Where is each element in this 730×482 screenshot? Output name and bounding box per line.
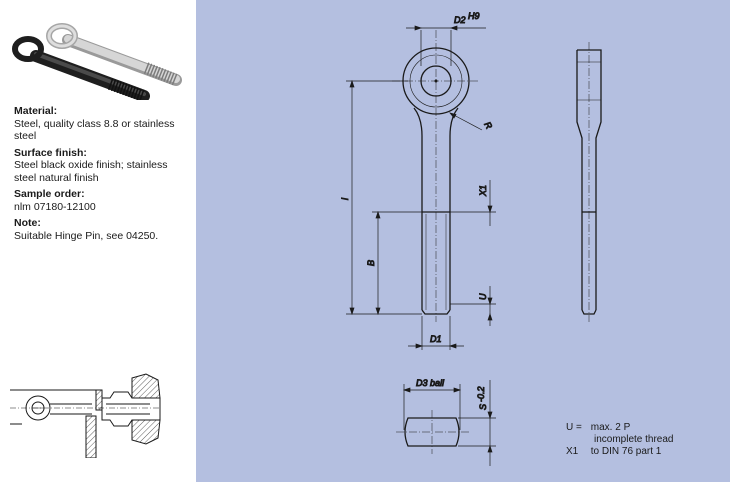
d2-label: D2 [454,15,466,25]
stainless-eye-bolt [46,23,182,86]
radius-label: R [482,120,494,131]
note-u: U = max. 2 P [566,422,674,434]
b-label: B [366,260,376,266]
product-info-panel: Material: Steel, quality class 8.8 or st… [0,0,196,482]
drawing-notes: U = max. 2 P incomplete thread X1 to DIN… [566,422,674,458]
front-view [392,30,480,322]
ball-view [396,410,470,454]
material-value: Steel, quality class 8.8 or stainless st… [14,117,175,143]
surface-finish-label: Surface finish: [14,146,87,159]
material-label: Material: [14,105,58,117]
assembly-sketch [10,373,161,458]
l-label: l [340,197,350,200]
note-x1-value: to DIN 76 part 1 [590,446,662,457]
note-u-key: U = [566,422,582,433]
assembly-plate [85,389,103,458]
d2-tolerance: H9 [468,11,480,21]
d1-label: D1 [430,334,442,344]
u-dimension [450,286,496,326]
d3-label: D3 ball [416,378,445,388]
black-eye-bolt [12,36,150,100]
surface-finish-value: Steel black oxide finish; stainless stee… [14,159,168,184]
note-value: Suitable Hinge Pin, see 04250. [14,229,159,242]
sample-order-label: Sample order: [14,188,85,200]
d2-dimension [406,25,486,66]
d3-dimension [402,384,462,430]
u-label: U [478,293,488,300]
note-x1: X1 to DIN 76 part 1 [566,446,674,458]
technical-drawing: D2 H9 R l B X1 [196,0,730,482]
d1-dimension [408,316,464,350]
side-view [576,42,602,322]
specification-list: Material: Steel, quality class 8.8 or st… [14,105,192,242]
product-photo [12,23,182,100]
s-tolerance: -0.2 [476,386,486,402]
note-label: Note: [14,217,41,229]
s-label: S [478,404,488,410]
assembly-knob [101,373,161,445]
l-dimension [346,79,422,316]
s-dimension [458,380,496,466]
radius-leader [449,112,483,131]
note-u-value: max. 2 P [590,422,631,433]
b-dimension [372,210,422,316]
assembly-eye [10,389,160,425]
x1-label: X1 [478,185,488,197]
x1-dimension [450,180,496,226]
sample-order-value: nlm 07180-12100 [14,200,96,213]
note-u-value2: incomplete thread [594,434,674,445]
note-x1-key: X1 [566,446,579,457]
